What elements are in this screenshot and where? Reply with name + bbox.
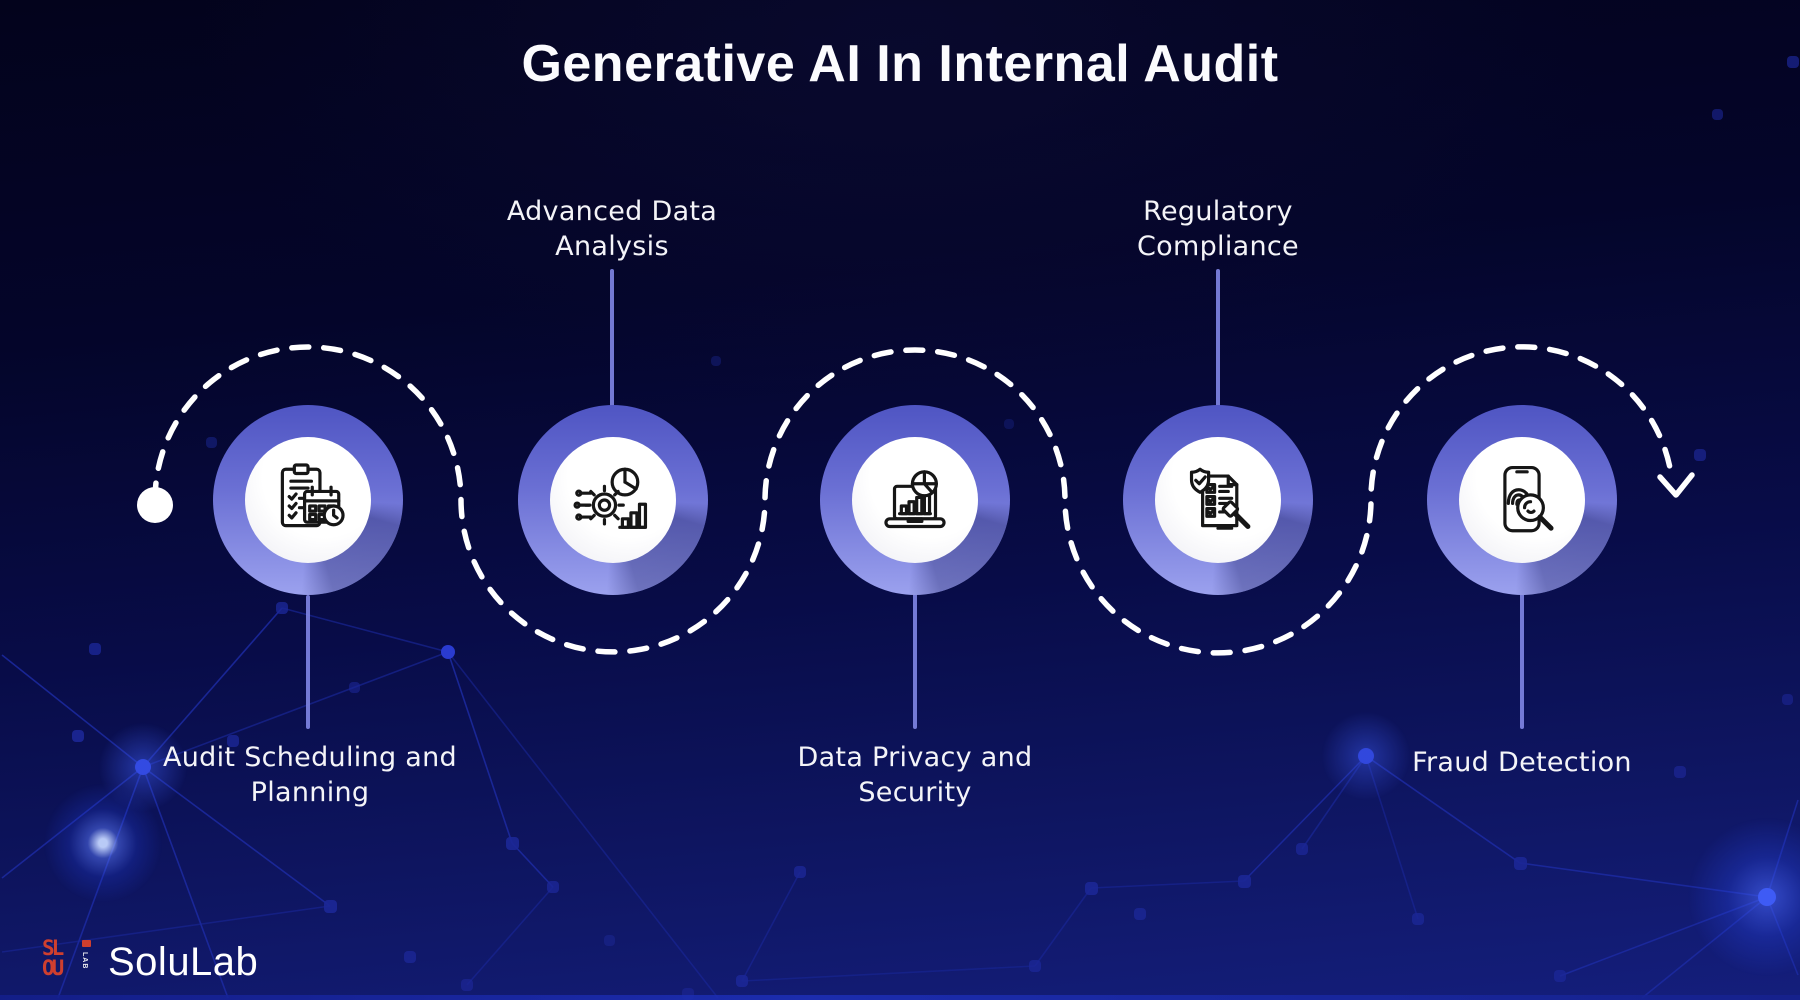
laptop-chart-icon (874, 459, 956, 541)
step-disc-1 (245, 437, 371, 563)
step-label-3: Data Privacy and Security (797, 742, 1033, 808)
page-title: Generative AI In Internal Audit (521, 35, 1279, 93)
clipboard-calendar-icon (267, 459, 349, 541)
step-circle-2 (518, 405, 708, 595)
step-disc-4 (1155, 437, 1281, 563)
step-circle-1 (213, 405, 403, 595)
logo-mark-row2: OU (42, 956, 64, 980)
step-disc-3 (852, 437, 978, 563)
gear-analytics-icon (572, 459, 654, 541)
step-circle-3 (820, 405, 1010, 595)
step-disc-2 (550, 437, 676, 563)
step-label-1: Audit Scheduling and Planning (163, 742, 457, 808)
logo-mark-lab: LAB (81, 952, 88, 970)
step-circle-5 (1427, 405, 1617, 595)
brand-logo: SL OU LAB SoluLab (42, 938, 258, 986)
flow-end-arrow-icon (1657, 472, 1695, 498)
solulab-logo-mark-icon: SL OU LAB (42, 938, 94, 986)
step-label-5: Fraud Detection (1412, 747, 1632, 778)
flow-start-dot (137, 487, 173, 523)
compliance-gavel-icon (1177, 459, 1259, 541)
phone-fraud-search-icon (1481, 459, 1563, 541)
step-disc-5 (1459, 437, 1585, 563)
step-label-2: Advanced Data Analysis (506, 196, 718, 262)
bottom-edge-glow (0, 995, 1800, 1000)
step-circle-4 (1123, 405, 1313, 595)
logo-mark-accent (82, 940, 91, 947)
dashed-s-curve (152, 344, 1673, 656)
logo-mark-row1: SL (42, 936, 64, 960)
step-label-4: Regulatory Compliance (1137, 196, 1299, 262)
brand-name: SoluLab (108, 939, 259, 984)
